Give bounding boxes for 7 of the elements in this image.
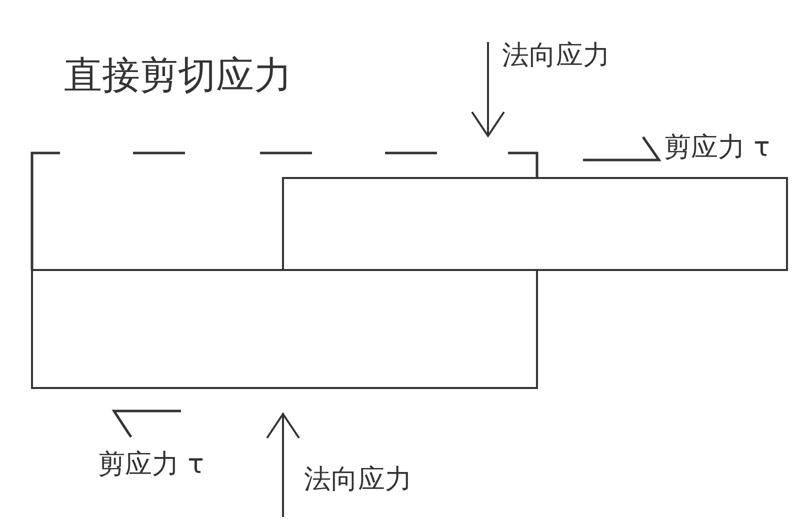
force-label: 剪应力 τ (98, 451, 204, 478)
force-label: 法向应力 (502, 42, 610, 69)
title: 直接剪切应力 (64, 56, 292, 94)
force-label: 法向应力 (304, 466, 412, 493)
block (31, 269, 538, 389)
block (282, 177, 788, 271)
force-label: 剪应力 τ (664, 134, 770, 161)
